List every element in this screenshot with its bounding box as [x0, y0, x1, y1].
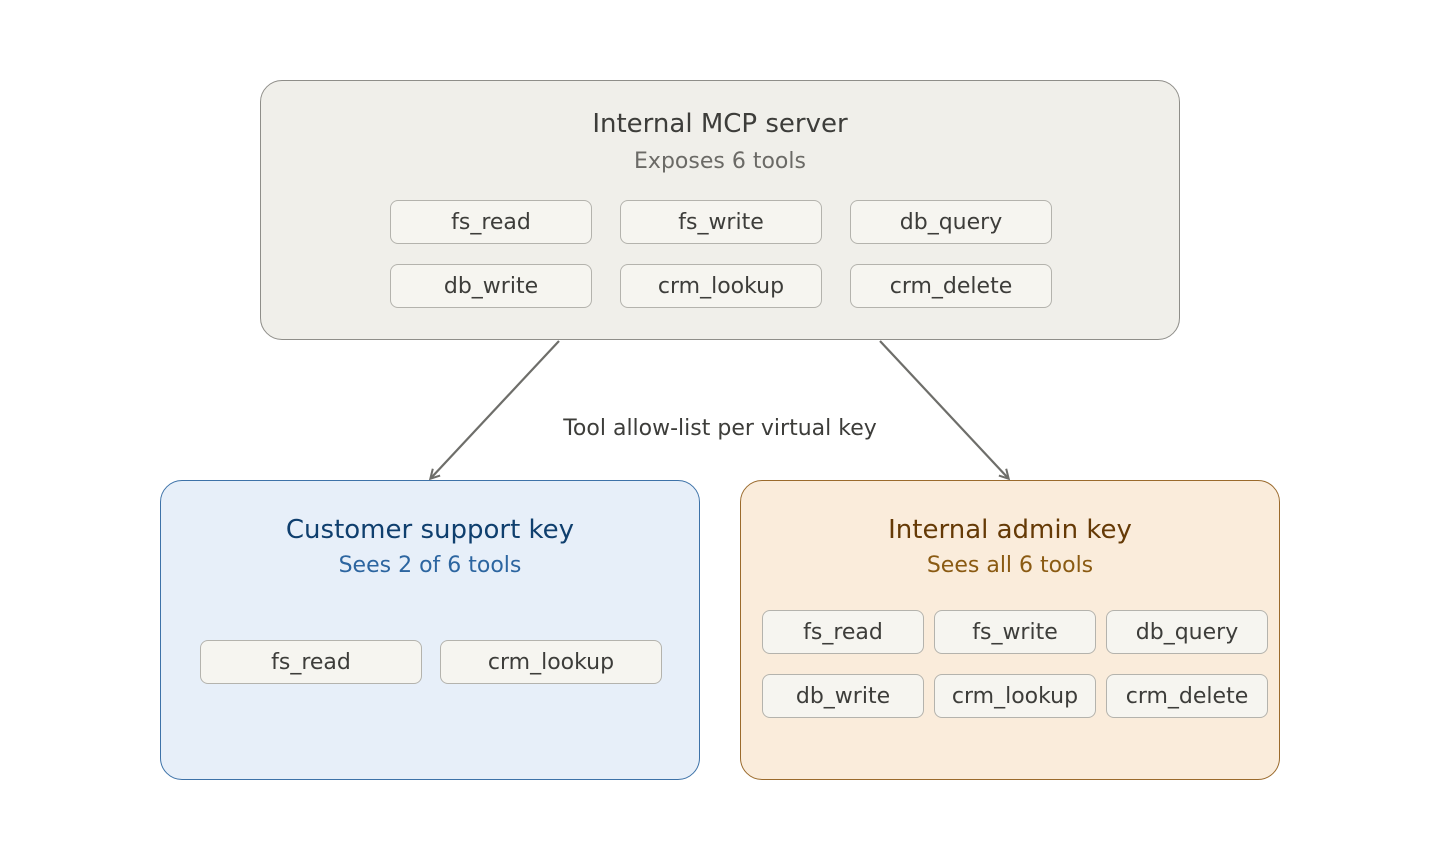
server-tool-chip: db_query — [850, 200, 1052, 244]
server-tool-chip: fs_write — [620, 200, 822, 244]
admin-tool-chip: crm_delete — [1106, 674, 1268, 718]
server-title: Internal MCP server — [592, 109, 848, 139]
server-tool-chip: db_write — [390, 264, 592, 308]
mcp-server-box: Internal MCP server Exposes 6 tools fs_r… — [260, 80, 1180, 340]
server-tool-chip: fs_read — [390, 200, 592, 244]
admin-tool-chip: db_write — [762, 674, 924, 718]
support-key-subtitle: Sees 2 of 6 tools — [338, 553, 522, 578]
server-subtitle: Exposes 6 tools — [634, 149, 806, 174]
support-key-title: Customer support key — [285, 515, 575, 545]
server-tool-chip: crm_lookup — [620, 264, 822, 308]
support-tool-chip: crm_lookup — [440, 640, 662, 684]
arrow-to-admin-key — [879, 340, 1008, 478]
server-tool-chip: crm_delete — [850, 264, 1052, 308]
admin-tool-chip: db_query — [1106, 610, 1268, 654]
admin-tool-chip: crm_lookup — [934, 674, 1096, 718]
edge-label: Tool allow-list per virtual key — [563, 416, 877, 441]
internal-admin-key-box: Internal admin key Sees all 6 tools fs_r… — [740, 480, 1280, 780]
customer-support-key-box: Customer support key Sees 2 of 6 tools f… — [160, 480, 700, 780]
admin-key-title: Internal admin key — [888, 515, 1132, 545]
support-tool-chip: fs_read — [200, 640, 422, 684]
admin-tool-chip: fs_read — [762, 610, 924, 654]
arrow-to-support-key — [431, 340, 560, 478]
admin-key-subtitle: Sees all 6 tools — [926, 553, 1094, 578]
admin-tool-chip: fs_write — [934, 610, 1096, 654]
